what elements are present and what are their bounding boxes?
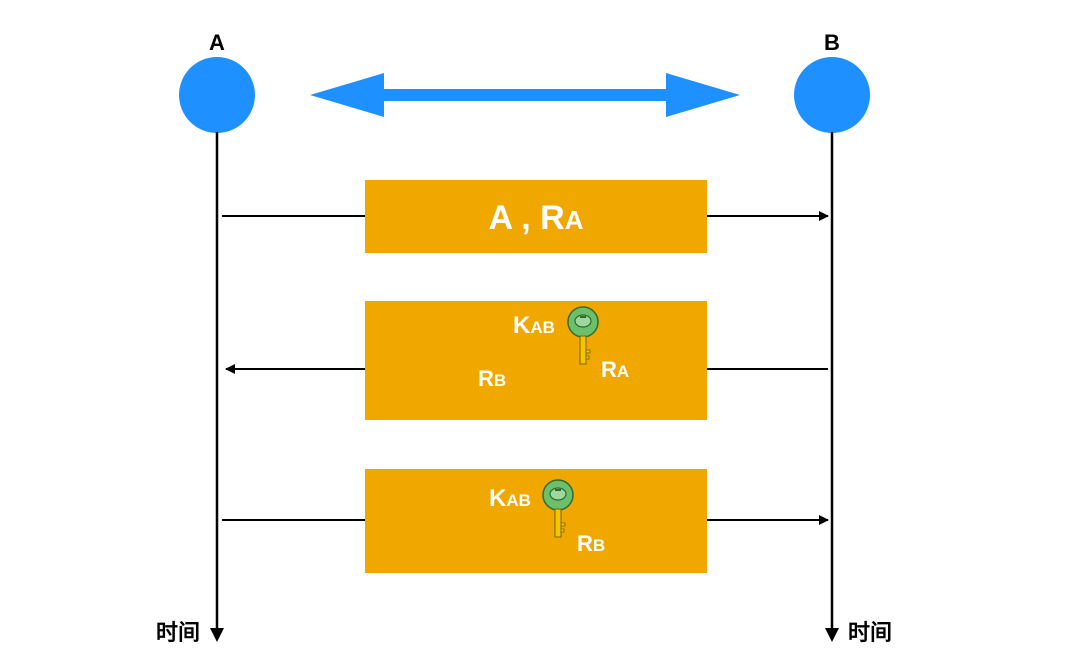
message-1-text: A , RA [489,199,584,237]
timeline-b-arrow-icon [825,628,839,642]
party-a-node [179,57,255,133]
party-b-label: B [824,30,840,55]
message-1: A , RA [222,180,829,253]
message-3: KAB RB [222,469,829,573]
message-3-key-label: KAB [489,485,531,512]
message-3-box [365,469,707,573]
message-1-box [365,180,707,253]
bidirectional-arrow-icon [310,73,740,117]
message-2: KAB RB RA [225,301,828,420]
message-3-rb-label: RB [577,531,605,556]
timeline-a-arrow-icon [210,628,224,642]
message-2-rb-label: RB [478,366,506,391]
party-a-label: A [209,30,225,55]
time-label-b: 时间 [848,621,892,646]
party-b-node [794,57,870,133]
time-label-a: 时间 [156,621,200,646]
message-2-ra-label: RA [601,357,629,382]
message-2-key-label: KAB [513,312,555,339]
message-2-box [365,301,707,420]
